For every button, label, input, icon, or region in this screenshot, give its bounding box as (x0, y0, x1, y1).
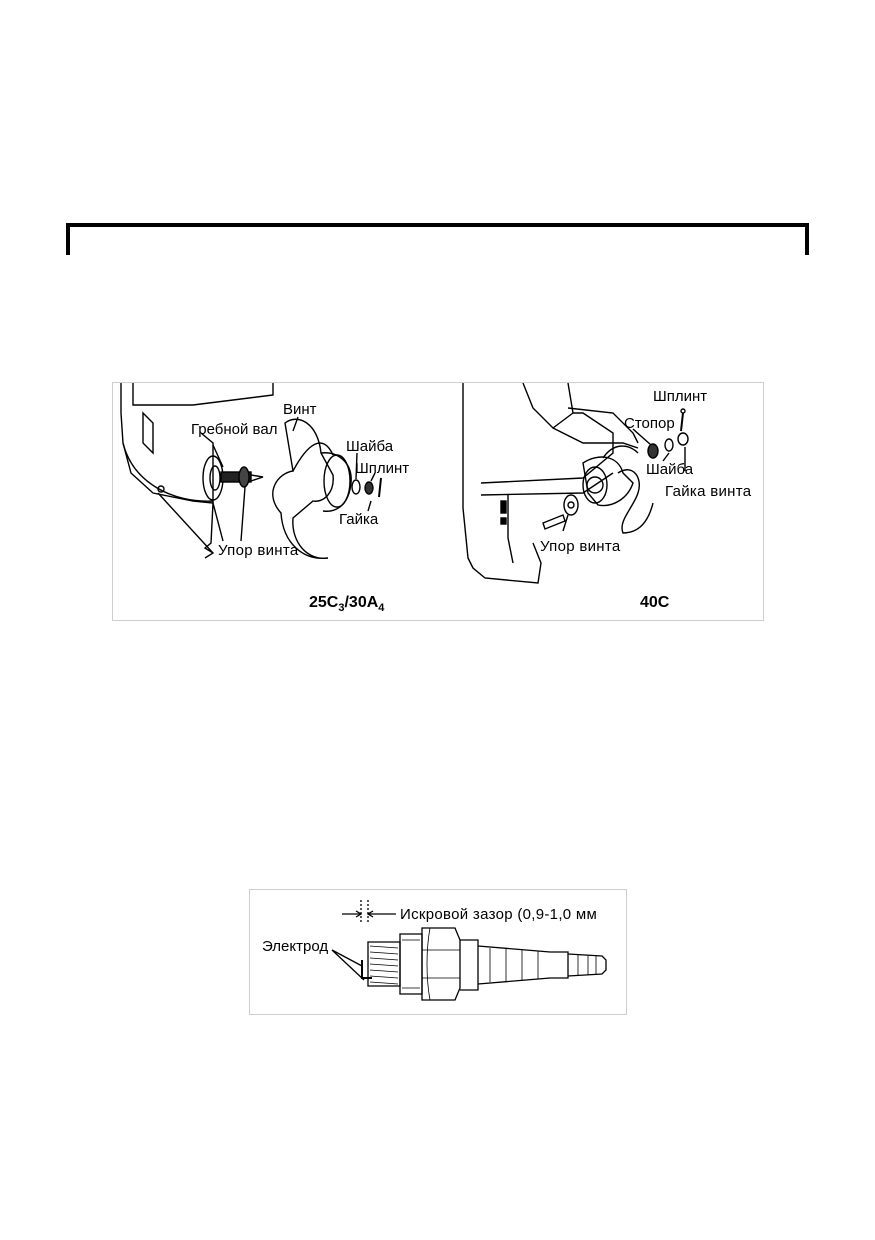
spark-plug-illustration (331, 900, 607, 1001)
spark-plug-figure: Искровой зазор (0,9-1,0 мм Электрод (249, 889, 627, 1015)
label-shplint-right: Шплинт (653, 388, 708, 405)
caption-40c: 40C (640, 594, 670, 611)
label-grebnoy-val: Гребной вал (191, 421, 278, 438)
label-spark-gap: Искровой зазор (0,9-1,0 мм (400, 906, 598, 923)
label-gayka-vinta: Гайка винта (665, 483, 752, 500)
label-upor-vinta-right: Упор винта (540, 538, 621, 555)
label-electrode: Электрод (262, 938, 329, 955)
propeller-installation-figure: Винт Гребной вал Шайба Шплинт Гайка Упор… (112, 382, 764, 621)
label-shayba-right: Шайба (646, 461, 694, 478)
label-shayba: Шайба (346, 438, 394, 455)
label-upor-vinta-left: Упор винта (218, 542, 299, 559)
propeller-illustration (120, 383, 689, 584)
label-gayka: Гайка (339, 511, 379, 528)
caption-25c3-30a4: 25C3/30A4 (309, 594, 385, 615)
section-frame-line (66, 223, 809, 255)
label-stopor: Стопор (624, 415, 675, 432)
label-vint: Винт (283, 401, 317, 418)
label-shplint: Шплинт (355, 460, 410, 477)
